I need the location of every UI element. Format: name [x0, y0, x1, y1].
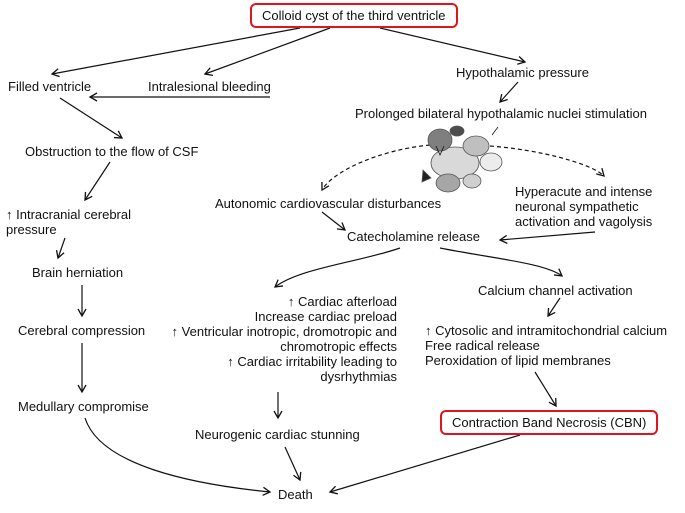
intracranial-pressure-node: ↑ Intracranial cerebral pressure: [6, 207, 131, 237]
hypothalamic-pressure-node: Hypothalamic pressure: [456, 65, 589, 80]
edge-catecholamine-calcium: [439, 247, 564, 277]
cardiac-line-6: dysrhythmias: [320, 369, 397, 384]
edge-obstruction-icp: [84, 161, 111, 202]
edge-medullary-death: [84, 417, 272, 496]
edge-colloid-filled: [50, 27, 301, 78]
prolonged-stimulation-node: Prolonged bilateral hypothalamic nuclei …: [355, 106, 647, 121]
neurogenic-stunning-node: Neurogenic cardiac stunning: [195, 427, 360, 442]
cardiac-line-1: ↑ Cardiac afterload: [287, 294, 397, 309]
edge-prolonged-hyperacute: [489, 145, 605, 177]
edge-colloid-hypothalamic: [379, 27, 527, 65]
intralesional-bleeding-node: Intralesional bleeding: [148, 79, 271, 94]
hypothalamus-illustration-icon: [421, 125, 503, 193]
calcium-line-1: ↑ Cytosolic and intramitochondrial calci…: [425, 323, 668, 338]
cardiac-line-3: ↑ Ventricular inotropic, dromotropic and: [171, 324, 397, 339]
edge-icp-herniation: [55, 237, 66, 260]
obstruction-csf-node: Obstruction to the flow of CSF: [25, 144, 199, 159]
calcium-line-3: Peroxidation of lipid membranes: [425, 353, 611, 368]
edge-hypothalamic-prolonged: [499, 81, 519, 103]
edge-colloid-bleeding: [203, 27, 331, 76]
cardiac-line-2: Increase cardiac preload: [254, 309, 397, 324]
edge-cbn-death: [328, 434, 521, 495]
edge-catecholamine-cardiac: [273, 247, 401, 288]
hyperacute-line-3: activation and vagolysis: [515, 214, 653, 229]
edge-autonomic-catecholamine: [321, 211, 347, 231]
edge-hyperacute-catecholamine: [498, 231, 596, 244]
edge-stunning-death: [284, 446, 302, 482]
calcium-line-2: Free radical release: [425, 338, 540, 353]
hyperacute-activation-node: Hyperacute and intense neuronal sympathe…: [515, 184, 652, 229]
icp-line-1: ↑ Intracranial cerebral: [6, 207, 131, 222]
colloid-cyst-node: Colloid cyst of the third ventricle: [250, 3, 458, 28]
calcium-channel-node: Calcium channel activation: [478, 283, 633, 298]
cbn-node: Contraction Band Necrosis (CBN): [440, 410, 659, 435]
cardiac-line-5: ↑ Cardiac irritability leading to: [227, 354, 397, 369]
brain-herniation-node: Brain herniation: [32, 265, 124, 280]
edge-filled-obstruction: [59, 97, 124, 139]
cardiac-line-4: chromotropic effects: [280, 339, 397, 354]
icp-line-2: pressure: [6, 222, 57, 237]
medullary-compromise-node: Medullary compromise: [18, 399, 149, 414]
death-node: Death: [278, 487, 313, 502]
hyperacute-line-2: neuronal sympathetic: [515, 199, 639, 214]
cardiac-effects-node: ↑ Cardiac afterload Increase cardiac pre…: [160, 294, 397, 384]
edge-calcium-channel-calcium: [547, 297, 561, 318]
calcium-effects-node: ↑ Cytosolic and intramitochondrial calci…: [425, 323, 667, 368]
cerebral-compression-node: Cerebral compression: [18, 323, 146, 338]
filled-ventricle-node: Filled ventricle: [8, 79, 92, 94]
edge-prolonged-autonomic: [321, 144, 431, 192]
autonomic-disturbances-node: Autonomic cardiovascular disturbances: [215, 196, 442, 211]
catecholamine-release-node: Catecholamine release: [347, 229, 480, 244]
hyperacute-line-1: Hyperacute and intense: [515, 184, 653, 199]
edge-calcium-cbn: [534, 371, 557, 408]
